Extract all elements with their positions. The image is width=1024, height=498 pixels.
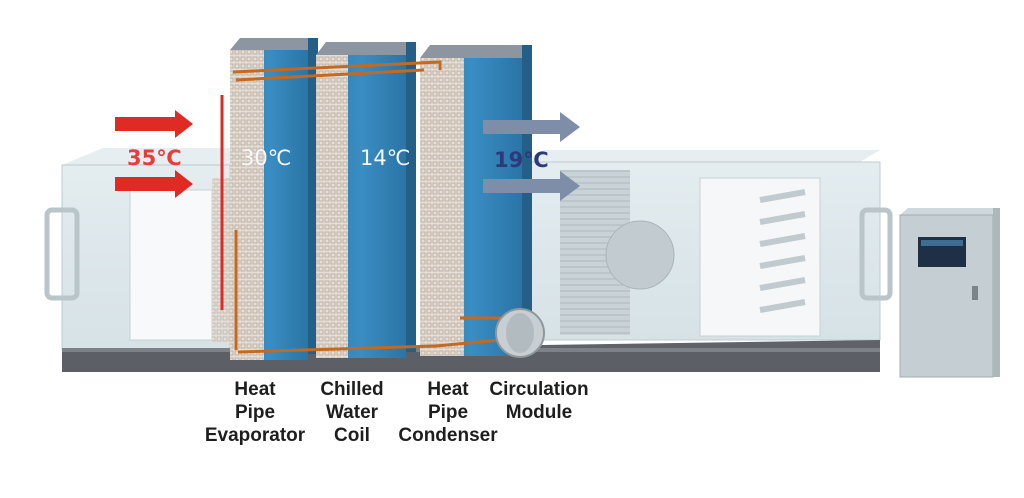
label-line: Heat	[427, 379, 469, 400]
label-line: Water	[325, 402, 379, 423]
heat-pipe-evaporator-panel	[230, 38, 318, 360]
label-line: Coil	[334, 425, 370, 446]
chilled-water-coil-panel	[316, 42, 416, 358]
label-line: Chilled	[320, 379, 384, 400]
outlet-air-arrows	[483, 112, 580, 201]
label-line: Module	[505, 402, 573, 423]
left-door-panel	[129, 189, 213, 341]
left-door-handle	[44, 207, 80, 301]
coil-exit-temperature: 14℃	[360, 146, 411, 170]
right-housing	[519, 150, 893, 341]
right-door-handle	[859, 207, 893, 301]
label-line: Heat	[234, 379, 276, 400]
label-line: Evaporator	[204, 425, 306, 446]
inlet-temperature: 35℃	[127, 146, 182, 170]
circulation-module	[495, 308, 545, 358]
label-heat-pipe-evaporator: Heat Pipe Evaporator	[200, 378, 310, 447]
label-chilled-water-coil: Chilled Water Coil	[312, 378, 392, 447]
louver-blades	[759, 189, 806, 313]
label-line: Pipe	[427, 402, 469, 423]
control-cabinet	[899, 208, 1000, 378]
inlet-air-arrows	[115, 110, 193, 198]
label-line: Condenser	[398, 425, 498, 446]
outlet-arrow-lower	[483, 171, 580, 201]
label-line: Circulation	[489, 379, 589, 400]
inlet-arrow-upper	[115, 110, 193, 138]
label-heat-pipe-condenser: Heat Pipe Condenser	[396, 378, 500, 447]
inlet-arrow-lower	[115, 170, 193, 198]
label-line: Pipe	[234, 402, 276, 423]
heat-pipe-condenser-panel	[420, 45, 532, 356]
evaporator-exit-temperature: 30℃	[241, 146, 292, 170]
outlet-arrow-upper	[483, 112, 580, 142]
outlet-temperature: 19℃	[494, 148, 549, 172]
label-circulation-module: Circulation Module	[484, 378, 594, 424]
